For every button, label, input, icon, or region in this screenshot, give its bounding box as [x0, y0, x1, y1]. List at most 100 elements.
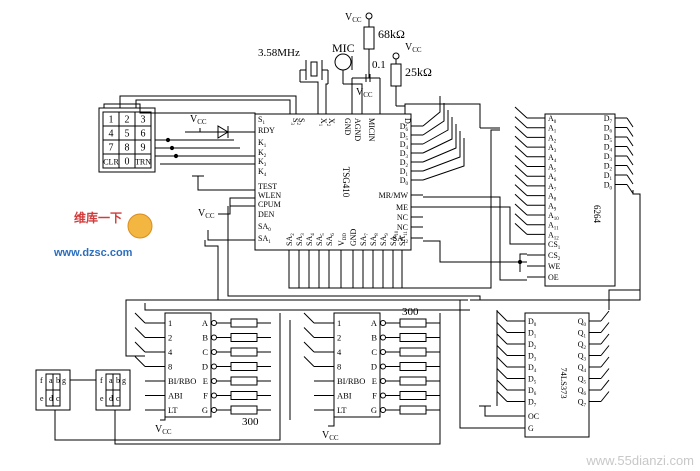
tsg410-pin-right: D5	[400, 131, 409, 142]
tsg410-pin-bottom: SA2	[285, 233, 296, 246]
tsg410-pin-bottom: SA6	[325, 233, 336, 246]
tsg410-pin-right: D3	[400, 149, 409, 160]
decoder-chip-2	[333, 312, 381, 418]
wire-me	[423, 206, 527, 245]
ram-pin-address: A12	[548, 230, 559, 241]
decoder-output-pin: C	[202, 347, 208, 357]
keypad-key-label: 4	[109, 129, 114, 140]
segment-label: g	[122, 376, 126, 385]
wire	[422, 103, 445, 136]
ram-bus-entry	[514, 155, 528, 167]
tsg410-pin-top: AGND	[353, 118, 362, 141]
ram-bus-entry	[626, 127, 634, 137]
segment-label: g	[62, 376, 66, 385]
watermark-text: 维库一下	[74, 210, 122, 225]
ram-pin-address: A6	[548, 172, 557, 183]
decoder-bus-entry	[303, 312, 315, 324]
ram-bus-entry	[514, 184, 528, 196]
diode-icon	[217, 125, 229, 139]
watermark-url: www.dzsc.com	[53, 247, 133, 259]
vcc-label-wlen: VCC	[198, 208, 215, 220]
latch-bus-entry	[496, 322, 508, 333]
ram-bus-entry	[514, 145, 528, 158]
segment-resistor	[230, 405, 258, 415]
ram-bus-entry	[514, 174, 528, 187]
segment-resistor	[399, 376, 427, 386]
wire-bus	[404, 103, 481, 128]
decoder-chip-1	[164, 312, 212, 418]
tsg410-pin-right: D6	[400, 122, 409, 133]
decoder-output-bubble-icon	[211, 407, 217, 413]
segment-label: f	[100, 376, 103, 385]
latch-bus-entry	[600, 322, 610, 333]
segment-resistor	[230, 362, 258, 371]
vcc-label-dec2: VCC	[322, 430, 339, 442]
decoder-bus-entry	[134, 356, 146, 367]
keypad-key	[134, 153, 152, 169]
keypad-frame	[98, 107, 156, 173]
vcc-label-rdy: VCC	[190, 114, 207, 126]
segment-resistor	[399, 318, 427, 328]
ram-pin-control: OE	[548, 273, 559, 282]
decoder-bus-entry	[134, 341, 146, 353]
ram-pin-address: A0	[548, 114, 557, 125]
latch-bus-entry	[496, 391, 508, 402]
wire-q-bus	[608, 289, 640, 310]
wire-s3	[135, 99, 291, 114]
junction-dot	[173, 153, 179, 159]
tsg410-pin-left: SA0	[258, 222, 271, 233]
tsg410-pin-left: K2	[258, 148, 267, 159]
decoder-input-pin: 1	[337, 318, 341, 328]
ram-bus-entry	[514, 193, 528, 206]
decoder-output-pin: F	[203, 391, 208, 401]
decoder-output-pin: D	[371, 362, 377, 372]
ram-pin-address: A5	[548, 163, 557, 174]
wire-mr	[423, 196, 527, 281]
ram-bus-entry	[514, 126, 528, 138]
decoder-output-bubble-icon	[211, 363, 217, 370]
ram-bus-entry	[514, 164, 528, 177]
ram-pin-data: D0	[604, 181, 613, 192]
latch-d-pin: D2	[528, 340, 537, 351]
ram-pin-control: WE	[548, 262, 561, 271]
decoder-output-bubble-icon	[211, 349, 217, 355]
segment-resistor	[399, 391, 427, 400]
tsg410-pin-right: NC	[397, 223, 408, 232]
wire	[328, 416, 335, 427]
wire-cpum-bus	[227, 206, 481, 300]
tsg410-chip	[254, 113, 412, 251]
wire-sa1	[204, 240, 219, 300]
tsg410-pin-bottom: SA7	[359, 233, 370, 246]
segment-label: e	[40, 394, 44, 403]
decoder-input-pin: LT	[168, 405, 178, 415]
ram-pin-address: A3	[548, 143, 557, 154]
keypad-key-label: 5	[125, 129, 130, 140]
wire-d7	[396, 105, 406, 114]
tsg410-pin-bottom: SA3	[295, 233, 306, 246]
decoder-output-pin: A	[202, 318, 209, 328]
decoder-output-bubble-icon	[380, 349, 386, 355]
ram-bus-entry	[626, 155, 634, 166]
ram-pin-address: A4	[548, 153, 557, 164]
capacitor-label: 0.1	[372, 59, 386, 71]
latch-bus-entry	[600, 333, 610, 345]
ram-bus-entry	[626, 174, 634, 185]
segment-outline	[105, 373, 121, 407]
junction-dot	[169, 145, 175, 151]
decoder-output-pin: G	[371, 405, 377, 415]
segment-resistor	[399, 333, 427, 342]
wire	[160, 416, 166, 421]
decoder-bus-entry	[303, 341, 315, 353]
latch-q-pin: Q3	[578, 352, 587, 363]
keypad-key-label: CLR	[103, 158, 119, 167]
segment-resistor	[230, 347, 258, 357]
decoder-output-pin: B	[202, 333, 208, 343]
crystal-label: 3.58MHz	[258, 47, 300, 59]
decoder-output-bubble-icon	[380, 334, 386, 341]
latch-q-pin: Q1	[578, 329, 587, 340]
junction-dot	[165, 137, 171, 143]
decoder-input-pin: 2	[168, 333, 172, 343]
decoder-input-pin: 4	[337, 347, 342, 357]
ram-bus-entry	[626, 165, 634, 175]
wire-digit-bus	[144, 303, 470, 311]
